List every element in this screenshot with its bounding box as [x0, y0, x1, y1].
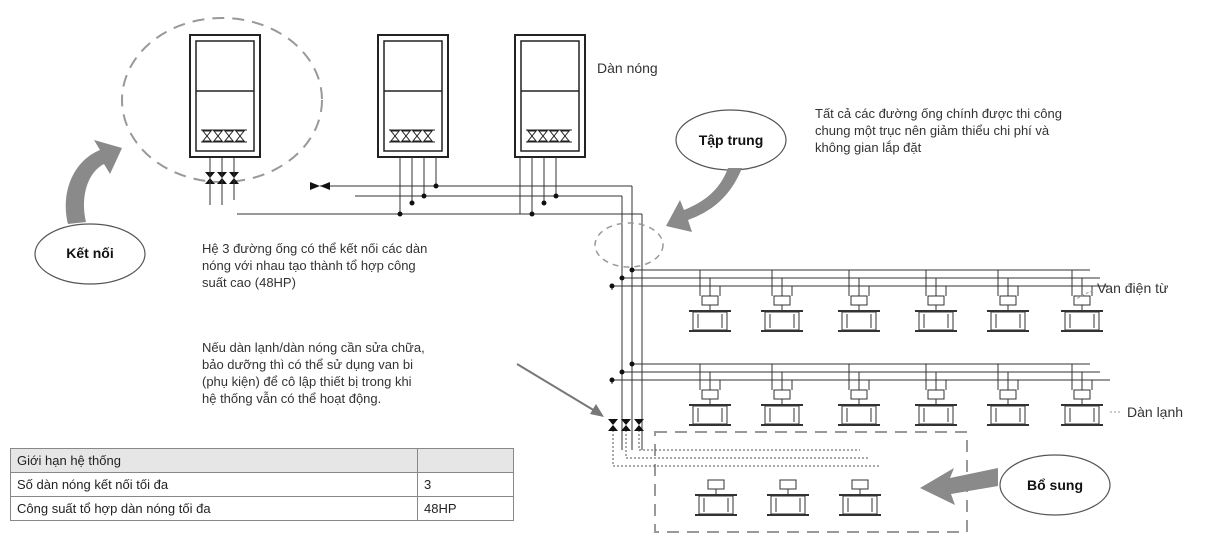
refrigerant-pipes	[237, 157, 1110, 450]
arrow-central-icon	[666, 168, 742, 232]
additional-indoor-group	[612, 430, 968, 533]
indoor-units-label: Dàn lạnh	[1127, 404, 1184, 420]
solenoid-valve-label: Van điện từ	[1097, 280, 1169, 296]
arrow-ball-valve-icon	[516, 363, 604, 417]
pipe-junction-dots	[397, 183, 635, 383]
focus-circle-manifold	[594, 222, 664, 268]
table-header-row: Giới hạn hệ thống	[10, 448, 514, 473]
table-cell: Số dàn nóng kết nối tối đa	[10, 472, 418, 497]
outdoor-unit-1	[189, 34, 261, 158]
arrow-connect-icon	[65, 140, 122, 224]
system-limits-table: Giới hạn hệ thống Số dàn nóng kết nối tố…	[10, 448, 514, 521]
table-row: Số dàn nóng kết nối tối đa 3	[10, 472, 514, 497]
bubble-extend	[999, 454, 1111, 516]
outdoor-unit-3	[514, 34, 586, 158]
arrow-solenoid-valve-icon	[1075, 289, 1094, 300]
outdoor-ball-valves	[205, 158, 239, 205]
table-cell: 3	[417, 472, 514, 497]
combination-note: Hệ 3 đường ống có thể kết nối các dàn nó…	[202, 241, 428, 290]
ball-valve-note: Nếu dàn lạnh/dàn nóng cần sửa chữa, bảo …	[202, 340, 425, 406]
table-header-cell: Giới hạn hệ thống	[10, 448, 418, 473]
bubble-extend-label: Bổ sung	[1027, 477, 1083, 493]
additional-ball-valves	[608, 419, 644, 431]
table-row: Công suất tổ hợp dàn nóng tối đa 48HP	[10, 496, 514, 521]
outdoor-units-label: Dàn nóng	[597, 60, 658, 76]
bubble-central-label: Tập trung	[698, 132, 764, 148]
indoor-row-2	[688, 364, 1104, 426]
bubble-connect-label: Kết nối	[66, 245, 114, 261]
stop-valve-icon	[310, 182, 330, 190]
outdoor-unit-2	[377, 34, 449, 158]
indoor-row-1	[688, 270, 1104, 332]
bubble-connect	[34, 223, 146, 285]
table-cell: 48HP	[417, 496, 514, 521]
table-cell: Công suất tổ hợp dàn nóng tối đa	[10, 496, 418, 521]
central-piping-note: Tất cả các đường ống chính được thi công…	[815, 106, 1062, 155]
arrow-extend-icon	[920, 468, 998, 505]
table-header-cell	[417, 448, 514, 473]
